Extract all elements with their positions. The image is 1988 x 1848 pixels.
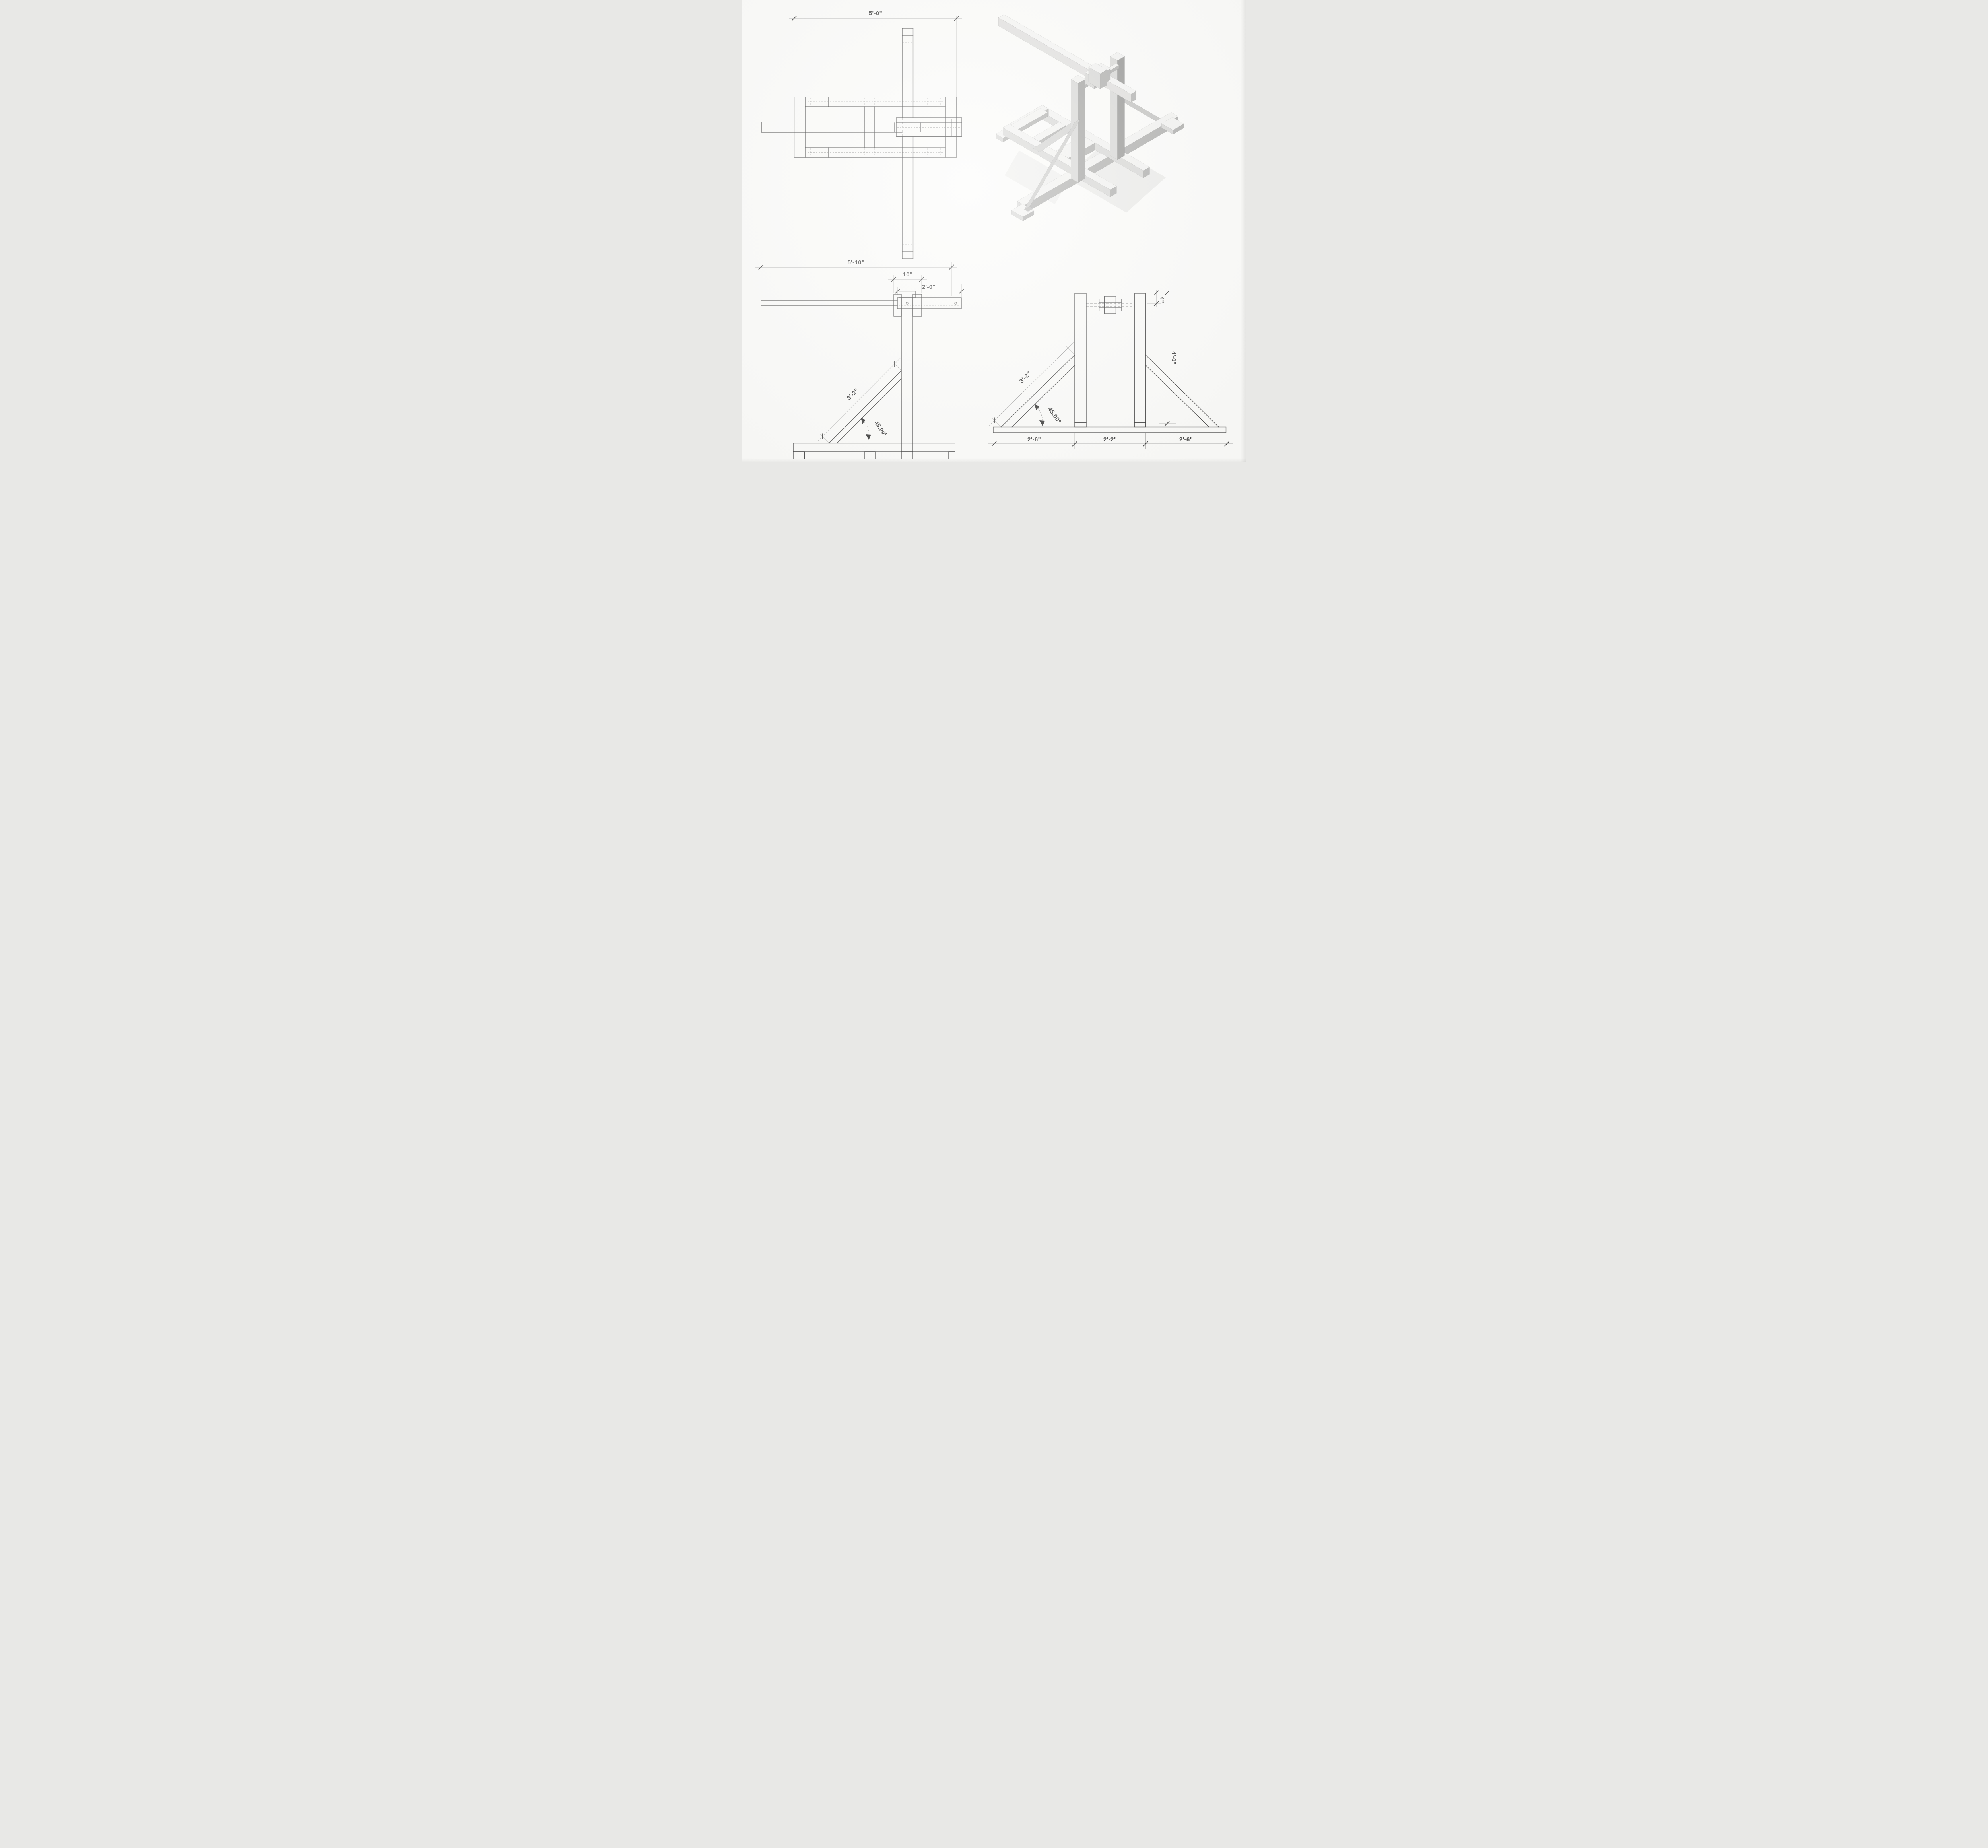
iso-brace bbox=[1024, 206, 1034, 212]
hidden-edges bbox=[808, 98, 943, 157]
arrowhead bbox=[1039, 420, 1045, 426]
base-dims: 2'-6" 2'-2" 2'-6" bbox=[988, 433, 1233, 449]
iso-rail-back bbox=[1143, 167, 1150, 178]
front-axle-drop-label: 4" bbox=[1158, 297, 1165, 303]
base-front bbox=[993, 426, 1227, 433]
front-brace-label: 3'-2" bbox=[1018, 370, 1033, 385]
front-base-center-label: 2'-2" bbox=[1103, 436, 1117, 443]
foot bbox=[864, 451, 876, 459]
arm-plan bbox=[761, 117, 962, 137]
front-view: 4" 4'-0" 3'-2" 45.00° bbox=[988, 290, 1233, 449]
iso-foot bbox=[1173, 123, 1184, 135]
dim-tick bbox=[954, 16, 959, 21]
brace-front-left bbox=[1001, 354, 1075, 428]
front-height-label: 4'-0" bbox=[1170, 351, 1177, 365]
post-right bbox=[1134, 293, 1146, 428]
frame-outline bbox=[794, 97, 957, 158]
dim-tick bbox=[791, 16, 797, 21]
iso-rail-front bbox=[1110, 186, 1117, 197]
brace-side bbox=[829, 370, 902, 444]
pivot-bracket bbox=[893, 291, 922, 317]
crossbeam-plan bbox=[902, 28, 914, 259]
post-side bbox=[901, 297, 913, 452]
post-left bbox=[1074, 293, 1087, 428]
base-rail bbox=[793, 443, 955, 452]
iso-hub-center bbox=[1088, 63, 1107, 74]
front-angle-label: 45.00° bbox=[1046, 406, 1062, 425]
axle-block bbox=[896, 117, 962, 137]
side-arm-front-label: 2'-0" bbox=[922, 284, 936, 290]
axle-front bbox=[1076, 296, 1145, 314]
arrowhead bbox=[866, 434, 871, 440]
isometric-view bbox=[996, 14, 1184, 222]
foot bbox=[948, 451, 955, 459]
arm-hole bbox=[954, 302, 957, 305]
iso-post-back bbox=[1117, 56, 1125, 160]
brace-front-right bbox=[1145, 354, 1219, 428]
height-dims: 4" 4'-0" bbox=[1147, 290, 1177, 426]
angle-front: 45.00° bbox=[1034, 404, 1062, 426]
bracket-plate bbox=[912, 294, 922, 317]
hub-washer-block bbox=[1099, 299, 1122, 311]
foot bbox=[793, 451, 805, 459]
pivot-hole bbox=[906, 302, 909, 305]
front-base-right-label: 2'-6" bbox=[1179, 436, 1193, 443]
arm-side bbox=[761, 297, 962, 309]
side-view: 5'-10" 10" 2'-0" bbox=[755, 259, 967, 459]
side-angle-label: 45.00° bbox=[873, 420, 889, 438]
side-block-label: 10" bbox=[903, 271, 913, 278]
iso-foot bbox=[1161, 117, 1184, 130]
arrowhead bbox=[1035, 404, 1039, 410]
iso-foot bbox=[1023, 210, 1035, 222]
drawing-sheet: 5'-0" bbox=[742, 0, 1246, 462]
iso-post-front bbox=[1071, 75, 1085, 84]
arm-rear-beam bbox=[897, 297, 962, 309]
plan-width-label: 5'-0" bbox=[869, 10, 882, 17]
foot bbox=[901, 451, 913, 459]
bracket-plate bbox=[893, 294, 902, 317]
front-base-left-label: 2'-6" bbox=[1027, 436, 1041, 443]
brace-dim-side: 3'-2" bbox=[816, 358, 902, 443]
iso-brace bbox=[1024, 119, 1080, 210]
brace-dim-front: 3'-2" bbox=[988, 342, 1075, 427]
base-side bbox=[793, 443, 955, 459]
side-brace-label: 3'-2" bbox=[846, 387, 860, 402]
arrowhead bbox=[861, 418, 866, 424]
hub-center-block bbox=[1104, 296, 1116, 314]
side-overall-label: 5'-10" bbox=[847, 259, 864, 266]
iso-post-front bbox=[1078, 79, 1085, 183]
bracket-cap bbox=[899, 291, 916, 298]
iso-post-back bbox=[1110, 52, 1125, 61]
angle-side: 45.00° bbox=[860, 418, 889, 440]
iso-hub-center bbox=[1100, 69, 1107, 89]
plan-view: 5'-0" bbox=[761, 10, 962, 259]
